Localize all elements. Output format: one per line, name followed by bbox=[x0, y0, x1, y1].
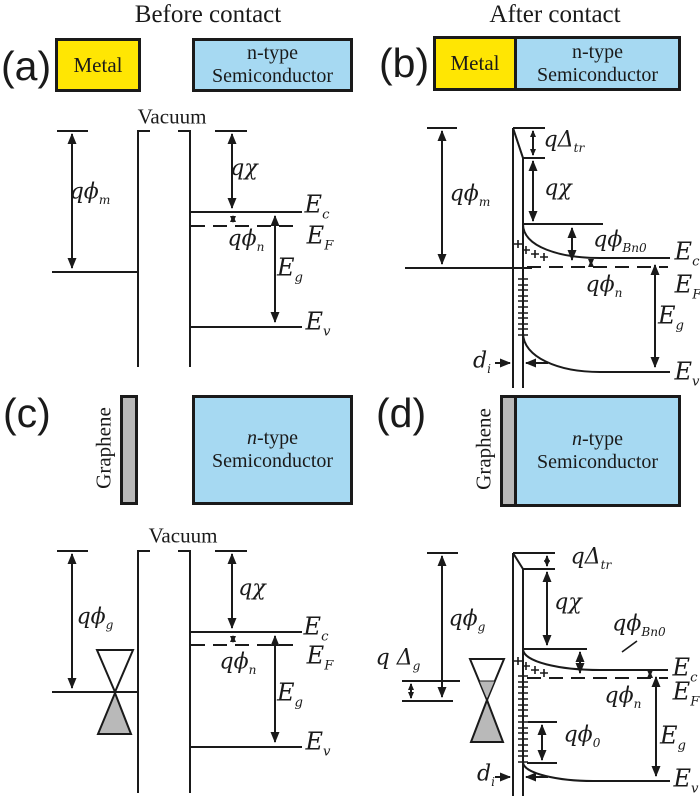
panel-b-tag: (b) bbox=[379, 40, 430, 86]
a-semiconductor-surface bbox=[178, 130, 191, 367]
panel-d-bands bbox=[402, 552, 670, 796]
d-vacuum-shift-slope bbox=[512, 552, 524, 570]
d-conduction-band bbox=[522, 648, 668, 671]
d-valence-band bbox=[522, 761, 670, 782]
a-chi-label: qχ bbox=[230, 156, 258, 181]
panel-a-bands bbox=[52, 130, 302, 367]
b-delta-tr-label: qΔtr bbox=[543, 127, 585, 156]
d-phi-0-label: qϕ0 bbox=[563, 722, 601, 751]
a-Ec-label: Ec bbox=[304, 190, 330, 223]
b-EF-label: EF bbox=[674, 270, 700, 301]
panel-a-semiconductor-box: n-type Semiconductor bbox=[192, 38, 353, 92]
d-EF-label: EF bbox=[672, 677, 700, 710]
panel-a-metal-label: Metal bbox=[73, 52, 123, 77]
b-valence-band bbox=[522, 332, 670, 373]
panel-b-semiconductor-box: n-type Semiconductor bbox=[514, 36, 681, 91]
a-phi-m-label: qϕm bbox=[69, 179, 111, 208]
d-di-label: di bbox=[477, 761, 495, 790]
d-phi-n-label: qϕn bbox=[604, 683, 642, 712]
b-phi-m-label: qϕm bbox=[449, 181, 491, 210]
c-chi-label: qχ bbox=[238, 576, 266, 601]
b-Ev-label: Ev bbox=[674, 357, 700, 390]
panel-a-semi-line2: Semiconductor bbox=[211, 65, 334, 87]
before-contact-title: Before contact bbox=[134, 1, 282, 28]
a-Ev-label: Ev bbox=[305, 307, 331, 340]
panel-b-metal-box: Metal bbox=[433, 36, 517, 91]
b-phi-n-label: qϕn bbox=[585, 272, 623, 301]
d-Ec-label: Ec bbox=[672, 653, 698, 686]
c-Ec-label: Ec bbox=[303, 612, 329, 645]
d-dirac-cone-filled-states bbox=[478, 680, 496, 702]
a-phi-n-label: qϕn bbox=[227, 226, 265, 255]
c-phi-g-label: qϕg bbox=[76, 604, 114, 633]
b-di-label: di bbox=[473, 348, 491, 377]
after-contact-title: After contact bbox=[489, 1, 621, 28]
panel-c-graphene-label: Graphene bbox=[91, 407, 116, 489]
panel-d-semiconductor-box: n-type Semiconductor bbox=[514, 395, 681, 507]
c-dirac-cone-upper bbox=[95, 649, 135, 695]
a-metal-surface bbox=[137, 130, 150, 367]
d-delta-tr-label: qΔtr bbox=[570, 544, 612, 573]
panel-c-tag: (c) bbox=[3, 390, 51, 436]
a-EF-label: EF bbox=[306, 221, 334, 254]
d-delta-g-label: q Δg bbox=[375, 645, 421, 674]
panel-c-semiconductor-box: n-type Semiconductor bbox=[192, 395, 353, 505]
panel-a-tag: (a) bbox=[1, 43, 52, 89]
panel-c-semi-line1: n-type bbox=[246, 427, 299, 449]
a-vacuum-label: Vacuum bbox=[137, 104, 207, 129]
panel-a-metal-box: Metal bbox=[55, 38, 141, 92]
b-positive-charges-icon bbox=[514, 240, 548, 261]
a-Eg-label: Eg bbox=[277, 253, 303, 286]
c-graphene-surface bbox=[137, 550, 150, 793]
c-dirac-cone-lower bbox=[96, 690, 133, 735]
d-Ev-label: Ev bbox=[673, 764, 699, 796]
panel-c-graphene-strip bbox=[120, 395, 138, 505]
c-vacuum-label: Vacuum bbox=[148, 523, 218, 548]
d-Eg-label: Eg bbox=[660, 721, 686, 754]
d-interface-states-ticks bbox=[518, 675, 528, 763]
d-chi-label: qχ bbox=[554, 590, 582, 615]
b-chi-label: qχ bbox=[544, 176, 572, 201]
panel-b-semi-line1: n-type bbox=[571, 40, 624, 63]
panel-a-semi-line1: n-type bbox=[246, 42, 299, 64]
panel-d-semi-line2: Semiconductor bbox=[536, 451, 659, 473]
c-Eg-label: Eg bbox=[277, 678, 303, 711]
panel-b-bands bbox=[405, 127, 670, 388]
panel-b-metal-label: Metal bbox=[450, 51, 500, 75]
d-phi-g-label: qϕg bbox=[448, 606, 486, 635]
panel-d-tag: (d) bbox=[376, 390, 427, 436]
d-positive-charges-icon bbox=[514, 657, 548, 677]
c-phi-n-label: qϕn bbox=[219, 649, 257, 678]
c-semiconductor-surface bbox=[178, 550, 191, 793]
c-Ev-label: Ev bbox=[305, 727, 331, 760]
b-conduction-band bbox=[522, 223, 670, 259]
d-barrier-label-pointer bbox=[621, 640, 638, 653]
panel-d-semi-line1: n-type bbox=[571, 428, 624, 450]
d-dirac-cone-upper bbox=[468, 658, 506, 703]
b-interface-states-ticks bbox=[518, 278, 528, 336]
b-Eg-label: Eg bbox=[658, 301, 684, 334]
panel-c-bands bbox=[52, 550, 302, 793]
c-EF-label: EF bbox=[306, 641, 334, 674]
b-vacuum-shift-slope bbox=[512, 127, 524, 159]
panel-b-semi-line2: Semiconductor bbox=[536, 63, 659, 86]
b-Ec-label: Ec bbox=[674, 237, 700, 270]
d-phi-Bn0-label: qϕBn0 bbox=[612, 611, 666, 640]
panel-c-semi-line2: Semiconductor bbox=[211, 450, 334, 472]
panel-d-graphene-label: Graphene bbox=[471, 408, 496, 490]
d-dirac-cone-lower bbox=[469, 697, 505, 743]
b-phi-Bn0-label: qϕBn0 bbox=[593, 227, 647, 256]
